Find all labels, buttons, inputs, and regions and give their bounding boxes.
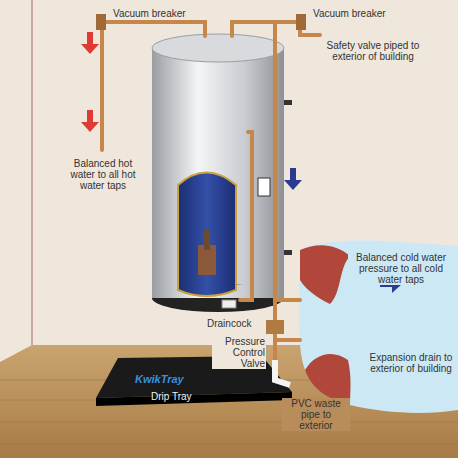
callout-label: Expansion drain to exterior of building — [368, 352, 454, 374]
callout-label: Balanced hot water to all hot water taps — [60, 158, 146, 191]
callout-label: Safety valve piped to exterior of buildi… — [322, 40, 424, 62]
callout-label: Draincock — [206, 318, 252, 329]
callout-label: Pressure Control Valve — [212, 336, 266, 369]
callout-label: PVC waste pipe to exterior — [282, 398, 350, 431]
callout-label: Balanced cold water pressure to all cold… — [348, 252, 454, 285]
callout-label: Vacuum breaker — [112, 8, 187, 19]
callout-label: Drip Tray — [150, 391, 193, 402]
callout-label: KwikTray — [134, 374, 185, 385]
callout-label: Vacuum breaker — [312, 8, 387, 19]
